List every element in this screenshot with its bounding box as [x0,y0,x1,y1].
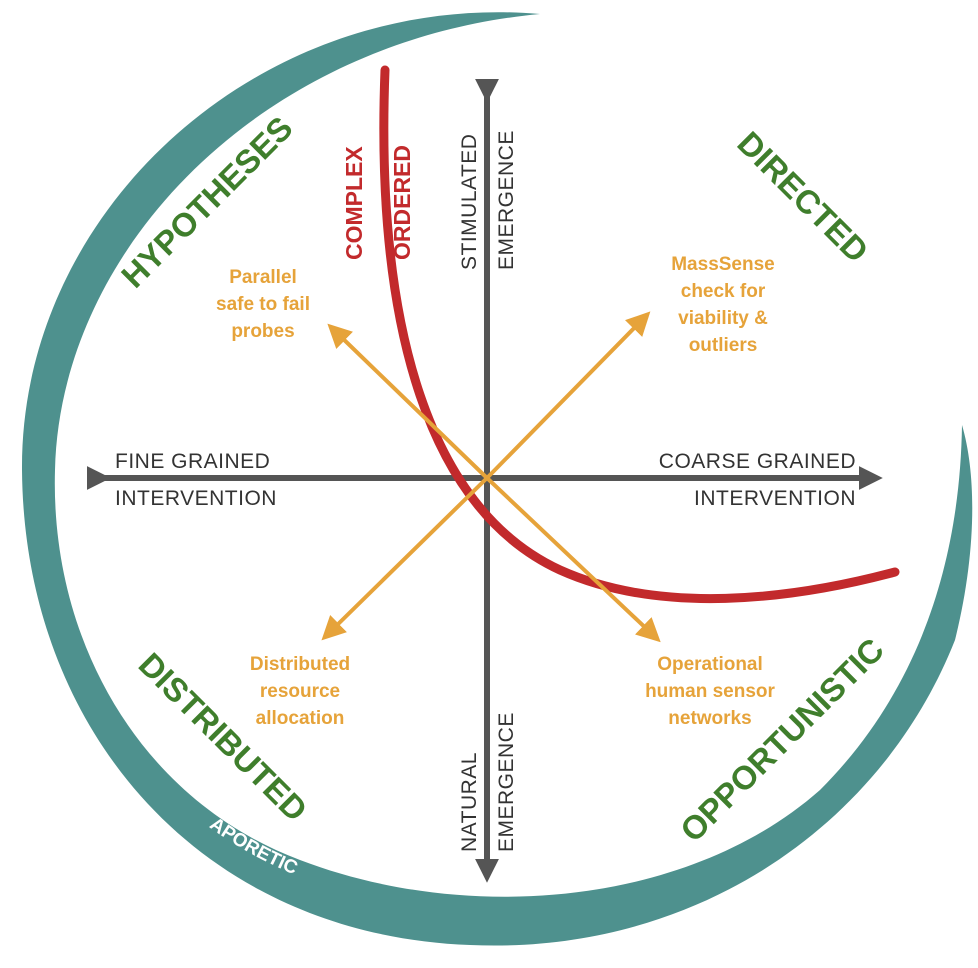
practice-arrow-bottom-right [485,476,661,643]
practice-label-top-left-line3: probes [231,321,294,342]
practice-label-bottom-right-line3: networks [668,708,751,729]
practice-arrow-top-left [327,323,489,480]
practice-arrow-bottom-left [321,476,489,641]
practice-label-bottom-left-line1: Distributed [250,654,350,675]
axis-right-line1: COARSE GRAINED [659,450,856,473]
practice-label-bottom-left-line3: allocation [256,708,345,729]
practice-label-top-right-line2: check for [681,281,766,302]
boundary-label-complex: COMPLEX [341,146,367,260]
practice-label-bottom-right-line1: Operational [657,654,763,675]
practice-arrow-top-right [485,311,651,480]
practice-label-top-left-line2: safe to fail [216,294,310,315]
practice-label-top-right-line3: viability & [678,308,768,329]
practice-label-top-left-line1: Parallel [229,267,297,288]
practice-label-bottom-left-line2: resource [260,681,340,702]
axis-left-line1: FINE GRAINED [115,450,270,473]
axis-left-line2: INTERVENTION [115,487,277,510]
practice-label-top-right-line1: MassSense [671,254,775,275]
axis-top-line2: EMERGENCE [495,130,518,270]
boundary-label-ordered: ORDERED [389,145,415,260]
axis-top-line1: STIMULATED [458,134,481,270]
quadrant-label-directed: DIRECTED [730,124,875,269]
practice-label-top-right-line4: outliers [689,335,758,356]
axis-bottom-line1: NATURAL [458,752,481,852]
axis-right-line2: INTERVENTION [694,487,856,510]
practice-label-bottom-right-line2: human sensor [645,681,775,702]
axis-bottom-line2: EMERGENCE [495,712,518,852]
complex-ordered-boundary [379,65,900,604]
